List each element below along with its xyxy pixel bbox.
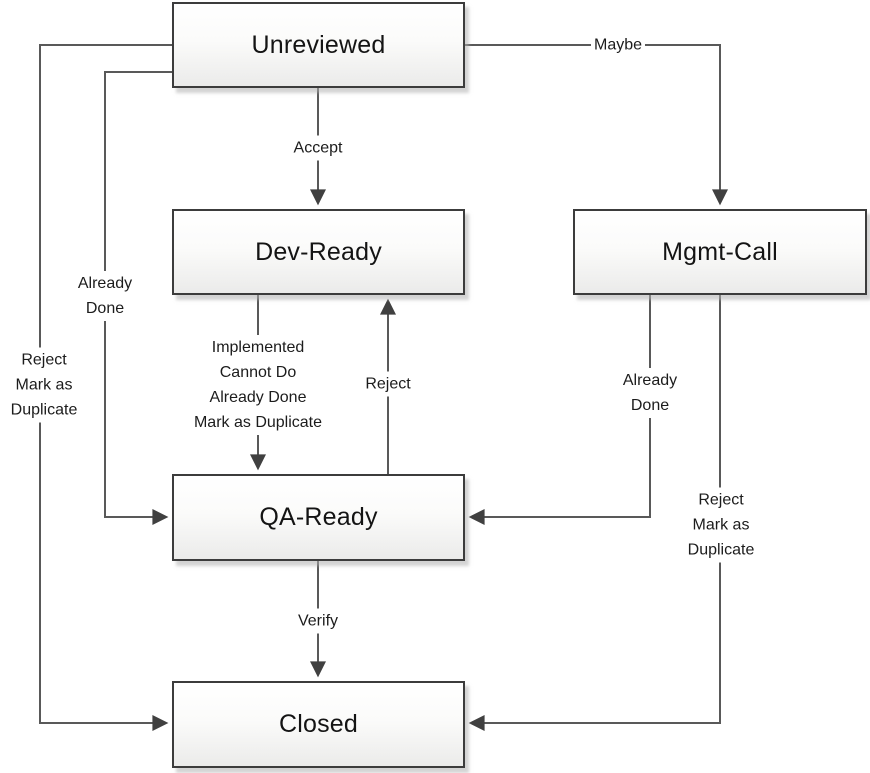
edge-label-reject-duplicate-right: Reject Mark as Duplicate: [684, 487, 758, 563]
edge-label-implemented: Implemented Cannot Do Already Done Mark …: [190, 335, 326, 435]
node-label-qa-ready: QA-Ready: [259, 503, 378, 531]
node-label-closed: Closed: [278, 710, 359, 738]
node-unreviewed: Unreviewed: [172, 2, 465, 88]
edge-label-verify: Verify: [294, 608, 342, 634]
node-qa-ready: QA-Ready: [172, 474, 465, 561]
node-dev-ready: Dev-Ready: [172, 209, 465, 295]
edge-label-reject-up: Reject: [362, 371, 414, 397]
node-label-unreviewed: Unreviewed: [251, 30, 386, 59]
edge-maybe: [465, 44, 728, 206]
edge-label-already-done-left: Already Done: [74, 271, 136, 321]
edge-label-accept: Accept: [290, 135, 346, 161]
edge-label-already-done-right: Already Done: [619, 368, 681, 418]
edge-label-maybe: Maybe: [590, 32, 646, 58]
node-label-mgmt-call: Mgmt-Call: [662, 237, 778, 266]
node-label-dev-ready: Dev-Ready: [255, 237, 382, 266]
node-mgmt-call: Mgmt-Call: [573, 209, 867, 295]
node-closed: Closed: [172, 681, 465, 768]
edge-reject-duplicate-right: [468, 295, 721, 731]
edge-label-reject-duplicate-left: Reject Mark as Duplicate: [7, 347, 81, 423]
